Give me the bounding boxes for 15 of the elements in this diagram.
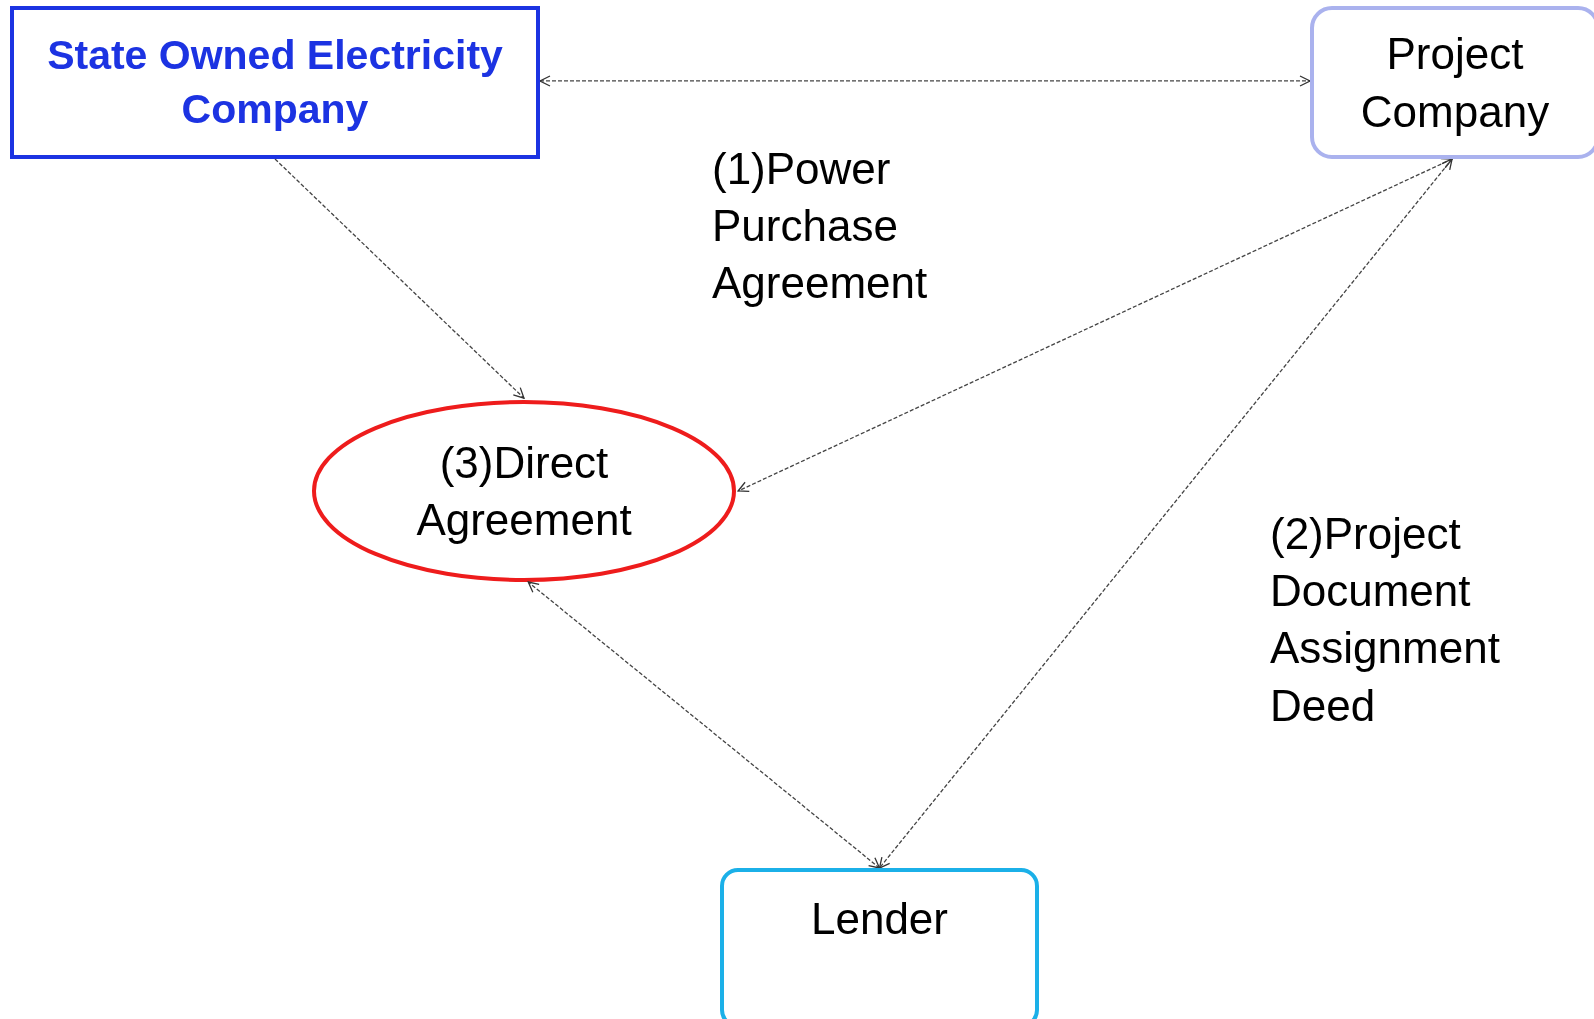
dashed-arrow [737,158,1453,492]
node-label: Project Company [1359,28,1551,138]
entity-box [720,868,1039,1019]
dashed-arrow [878,158,1453,869]
node-label: State Owned Electricity Company [46,31,504,134]
node-label: Lender [811,893,948,945]
dashed-arrow [539,75,1311,87]
dashed-arrow [527,581,881,869]
dashed-arrow [274,158,525,399]
node-label: (3)Direct Agreement [415,436,633,546]
entity-box [1310,6,1594,159]
ellipse-outline [312,400,736,582]
edge-label: (2)Project Document Assignment Deed [1270,508,1501,732]
entity-box [10,6,540,159]
edge-label: (1)Power Purchase Agreement [712,143,929,310]
